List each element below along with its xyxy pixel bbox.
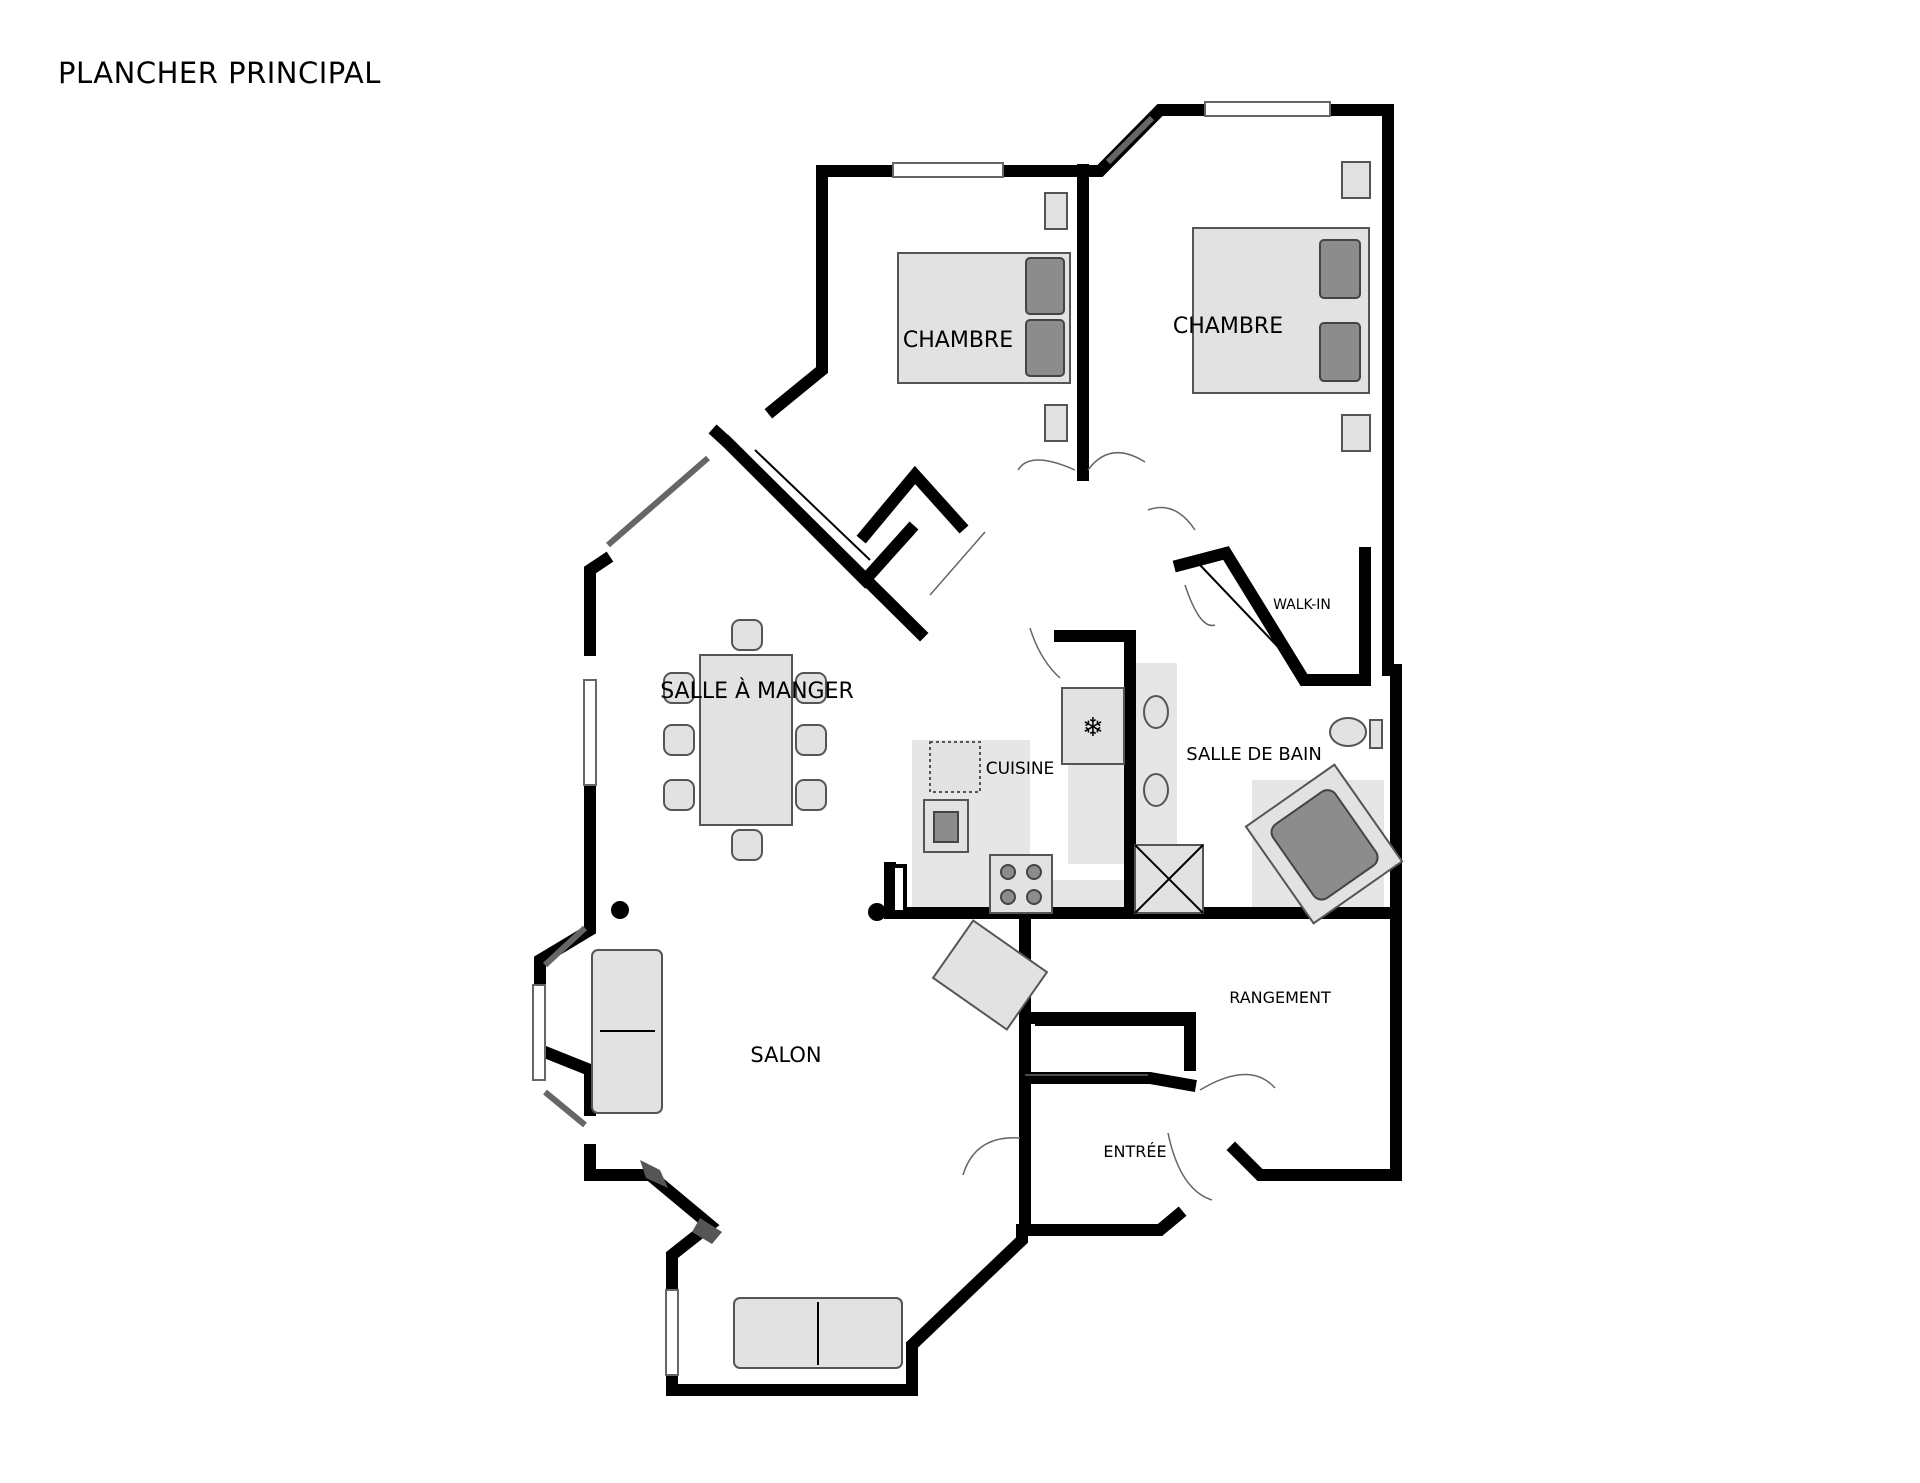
living-furniture [591, 864, 1049, 1369]
floor-title: PLANCHER PRINCIPAL [58, 56, 381, 90]
dining-table [663, 619, 827, 861]
label-entrance: ENTRÉE [1103, 1142, 1166, 1161]
label-kitchen: CUISINE [986, 759, 1055, 779]
kitchen-appliances: ❄ [923, 687, 1125, 914]
label-walk-in: WALK-IN [1273, 597, 1331, 613]
windows [532, 101, 1331, 1376]
closet-hatching [754, 449, 1301, 1026]
label-living: SALON [750, 1043, 821, 1067]
bed-2 [1192, 161, 1371, 452]
label-bathroom: SALLE DE BAIN [1186, 744, 1322, 765]
label-bedroom-1: CHAMBRE [903, 328, 1013, 353]
svg-text:❄: ❄ [1082, 713, 1104, 743]
bathroom-fixtures [1134, 695, 1404, 925]
bed-1 [897, 192, 1071, 442]
label-storage: RANGEMENT [1229, 988, 1331, 1007]
walls [532, 104, 1402, 1396]
label-dining: SALLE À MANGER [660, 678, 854, 704]
label-bedroom-2: CHAMBRE [1173, 314, 1283, 339]
doors [929, 451, 1276, 1201]
